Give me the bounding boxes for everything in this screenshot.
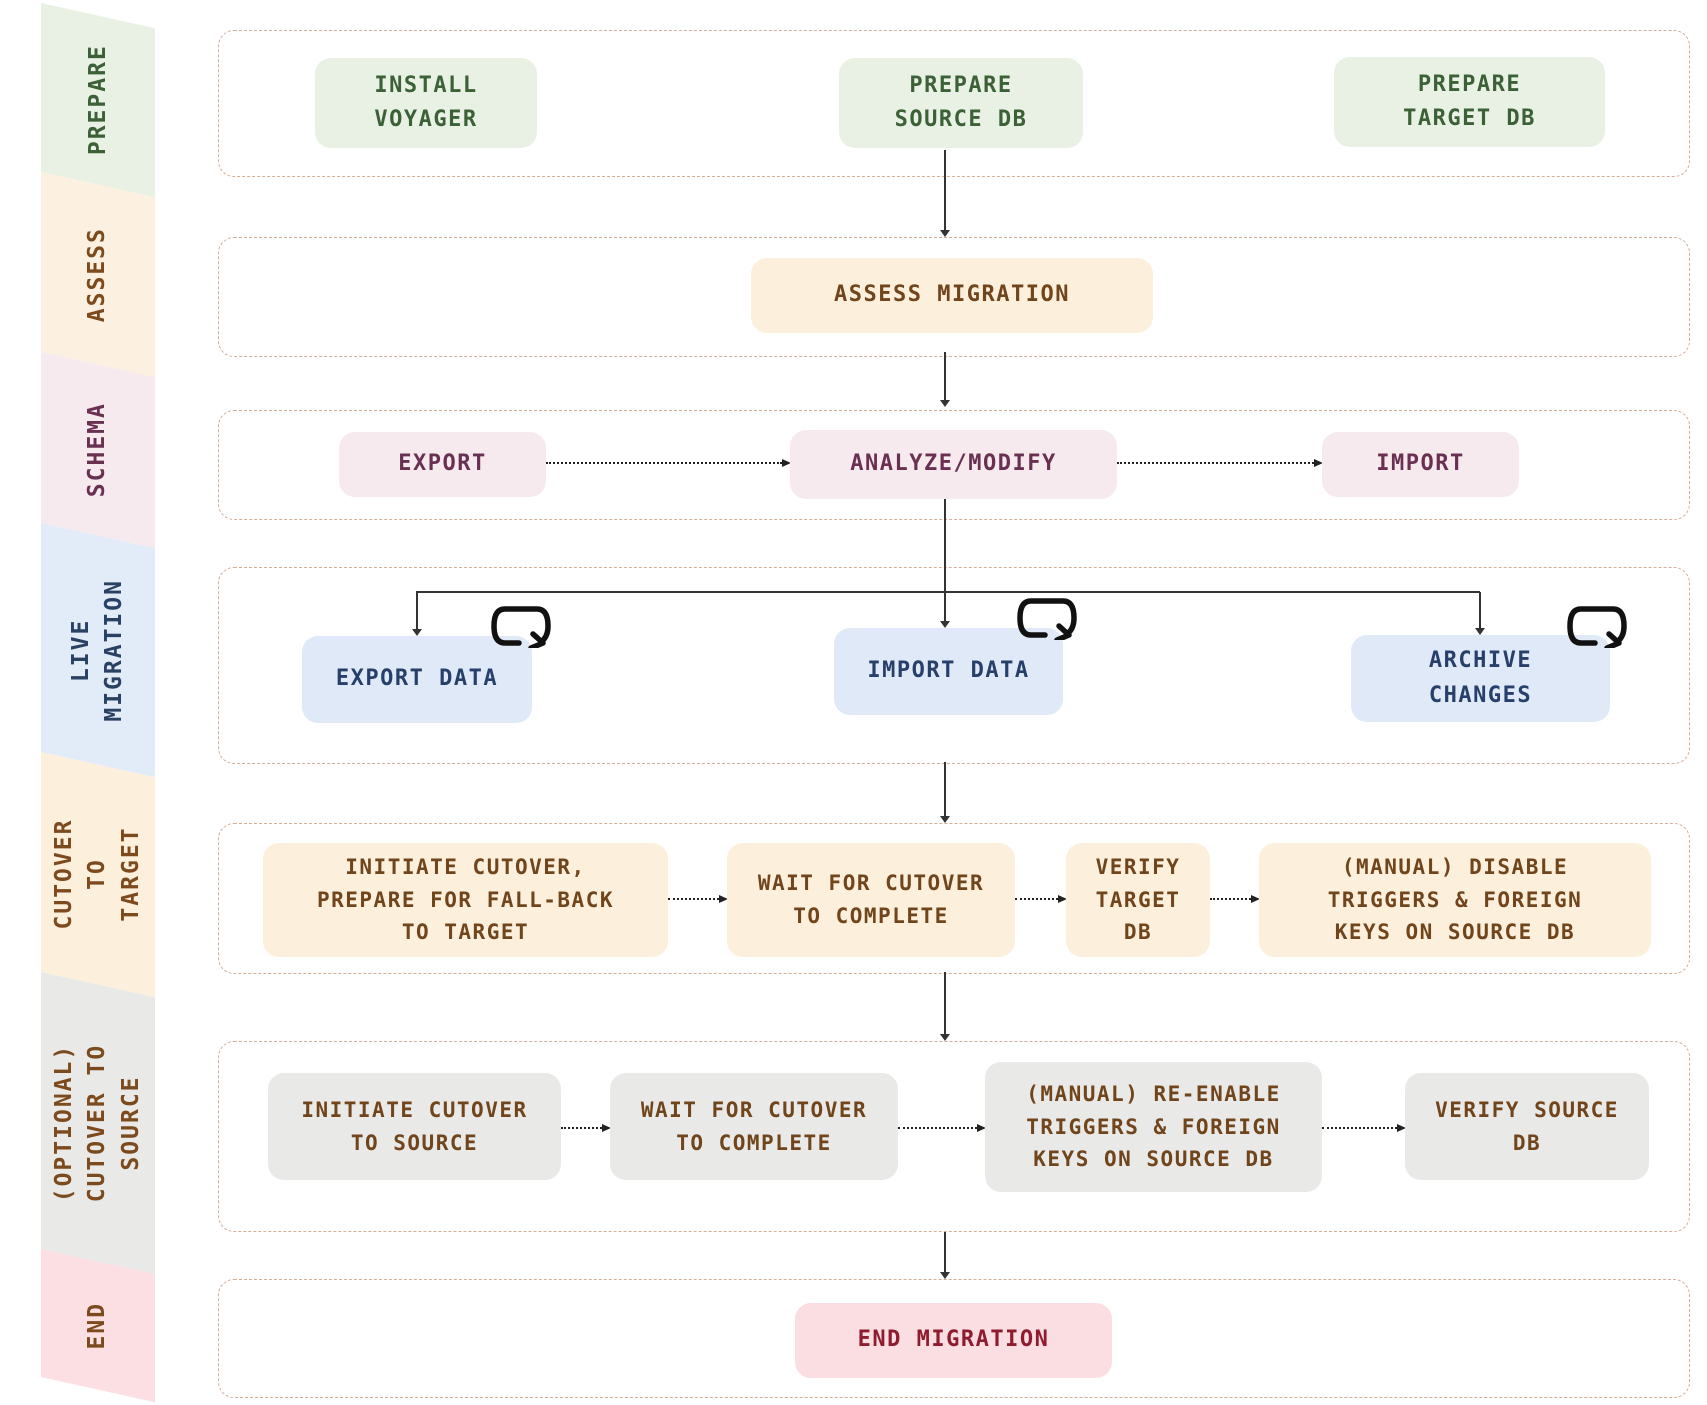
node-prepare-source-db: PREPARE SOURCE DB bbox=[839, 58, 1083, 148]
loop-arrow-icon bbox=[1567, 606, 1627, 648]
node-end-migration: END MIGRATION bbox=[795, 1303, 1112, 1378]
arrow-prepare-to-assess bbox=[944, 150, 946, 230]
node-reenable-triggers-source: (MANUAL) RE-ENABLE TRIGGERS & FOREIGN KE… bbox=[985, 1062, 1322, 1192]
phase-band-cutover-to-source: (OPTIONAL) CUTOVER TO SOURCE bbox=[41, 972, 155, 1275]
node-wait-cutover-target: WAIT FOR CUTOVER TO COMPLETE bbox=[727, 843, 1015, 957]
node-export-data: EXPORT DATA bbox=[302, 636, 532, 723]
node-verify-target-db: VERIFY TARGET DB bbox=[1066, 843, 1210, 957]
node-analyze-modify-schema: ANALYZE/MODIFY bbox=[790, 430, 1117, 499]
arrow-verify-to-disable-triggers bbox=[1210, 894, 1260, 903]
arrow-export-to-analyze bbox=[546, 458, 791, 467]
node-archive-changes: ARCHIVE CHANGES bbox=[1351, 635, 1610, 722]
arrow-assess-to-schema bbox=[944, 352, 946, 400]
loop-arrow-icon bbox=[1017, 598, 1077, 640]
arrow-live-to-cutover-target bbox=[944, 762, 946, 816]
arrow-wait-to-verify-target bbox=[1015, 894, 1067, 903]
arrow-reenable-to-verify-source bbox=[1322, 1123, 1406, 1132]
node-wait-cutover-source: WAIT FOR CUTOVER TO COMPLETE bbox=[610, 1073, 898, 1180]
phase-label-assess: ASSESS bbox=[84, 226, 111, 323]
phase-label-cutover-to-source: (OPTIONAL) CUTOVER TO SOURCE bbox=[50, 1043, 144, 1203]
arrow-to-archive-changes bbox=[1479, 592, 1481, 628]
arrow-to-import-data bbox=[944, 592, 946, 621]
phase-band-cutover-to-target: CUTOVER TO TARGET bbox=[41, 752, 155, 998]
phase-band-live-migration: LIVE MIGRATION bbox=[41, 523, 155, 778]
phase-band-prepare: PREPARE bbox=[41, 3, 155, 198]
node-verify-source-db: VERIFY SOURCE DB bbox=[1405, 1073, 1649, 1180]
phase-label-cutover-to-target: CUTOVER TO TARGET bbox=[50, 819, 144, 930]
node-disable-triggers-source: (MANUAL) DISABLE TRIGGERS & FOREIGN KEYS… bbox=[1259, 843, 1651, 957]
phase-label-schema: SCHEMA bbox=[84, 402, 111, 498]
phase-label-prepare: PREPARE bbox=[84, 44, 111, 156]
loop-arrow-icon bbox=[491, 606, 551, 648]
phase-label-end: END bbox=[84, 1301, 111, 1350]
phase-band-assess: ASSESS bbox=[41, 172, 155, 378]
phase-band-end: END bbox=[41, 1249, 155, 1403]
node-assess-migration: ASSESS MIGRATION bbox=[751, 258, 1153, 333]
node-initiate-cutover-target: INITIATE CUTOVER, PREPARE FOR FALL-BACK … bbox=[263, 843, 668, 957]
arrow-initiate-to-wait-source bbox=[561, 1123, 611, 1132]
phase-band-schema: SCHEMA bbox=[41, 352, 155, 549]
phase-label-live-migration: LIVE MIGRATION bbox=[67, 578, 127, 722]
branch-line-live-migration bbox=[416, 591, 1480, 593]
node-prepare-target-db: PREPARE TARGET DB bbox=[1334, 57, 1605, 147]
arrow-cutover-source-to-end bbox=[944, 1232, 946, 1272]
arrow-initiate-to-wait-target bbox=[668, 894, 728, 903]
arrow-wait-to-reenable-triggers bbox=[898, 1123, 986, 1132]
node-import-data: IMPORT DATA bbox=[834, 628, 1063, 715]
node-import-schema: IMPORT bbox=[1322, 432, 1519, 497]
arrow-cutover-target-to-source bbox=[944, 972, 946, 1034]
arrow-to-export-data bbox=[416, 592, 418, 629]
node-install-voyager: INSTALL VOYAGER bbox=[315, 58, 537, 148]
node-initiate-cutover-source: INITIATE CUTOVER TO SOURCE bbox=[268, 1073, 561, 1180]
node-export-schema: EXPORT bbox=[339, 432, 546, 497]
arrow-schema-to-live bbox=[944, 499, 946, 592]
phase-sidebar: PREPARE ASSESS SCHEMA LIVE MIGRATION CUT… bbox=[41, 3, 155, 1403]
arrow-analyze-to-import bbox=[1117, 458, 1323, 467]
